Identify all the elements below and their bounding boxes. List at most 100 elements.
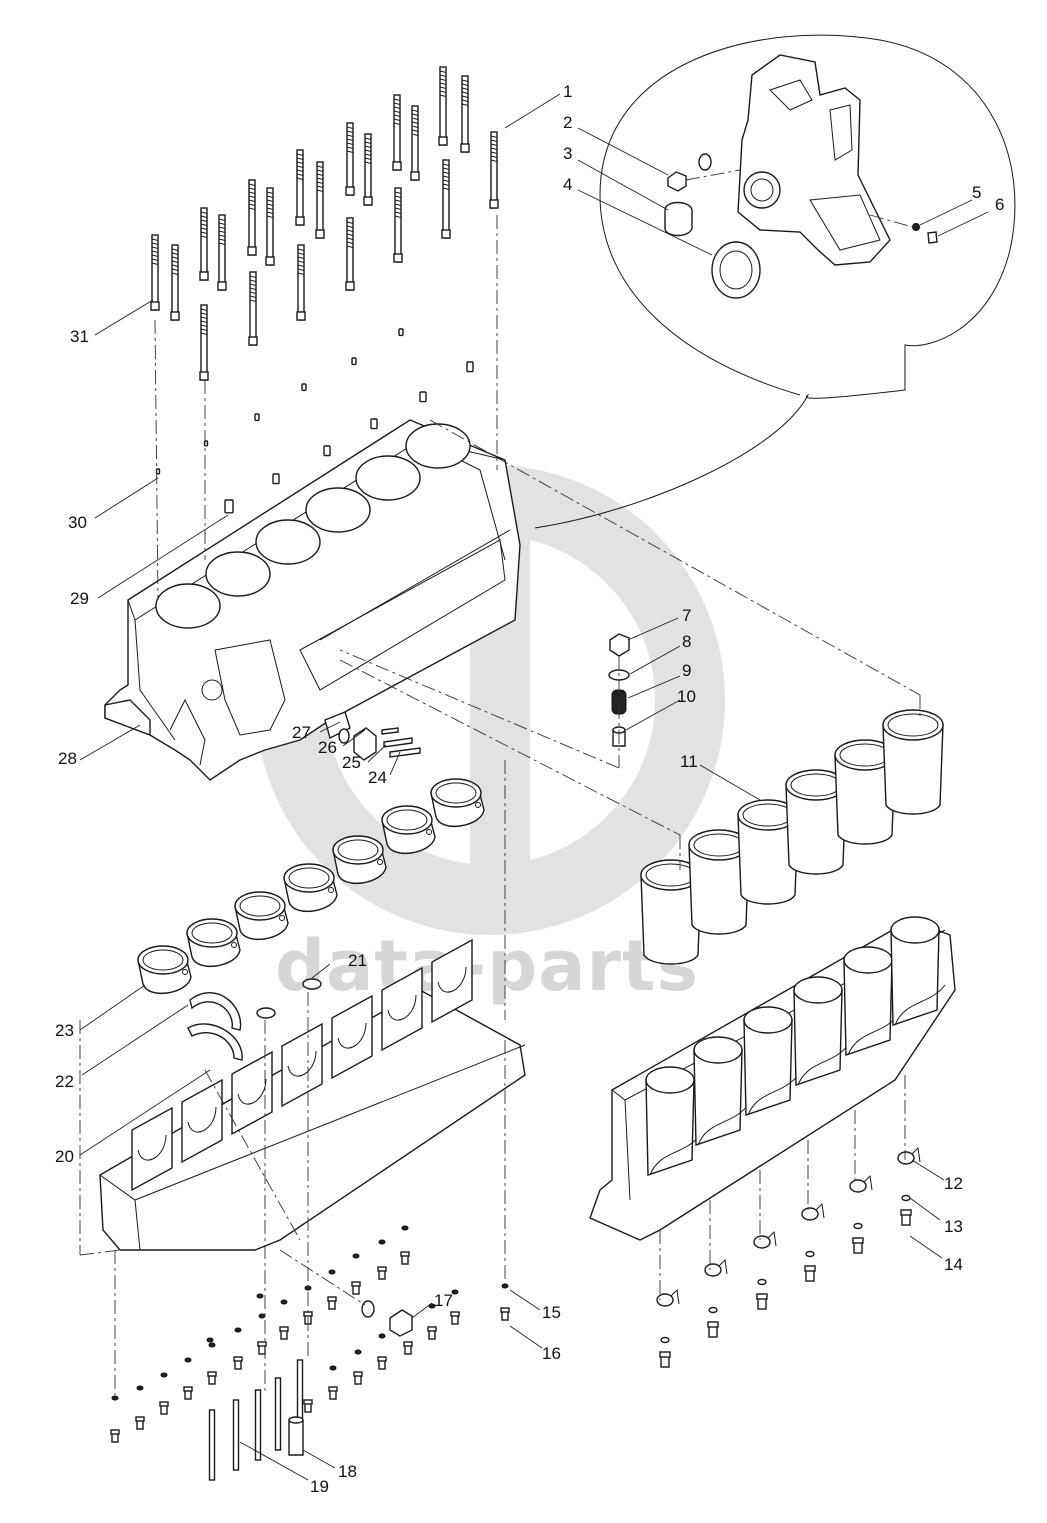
head-bolt bbox=[438, 66, 448, 146]
small-dowels bbox=[155, 328, 474, 514]
head-bolt bbox=[393, 187, 403, 263]
head-bolt bbox=[392, 94, 402, 171]
bearing-shell bbox=[430, 778, 485, 827]
small-bolt bbox=[303, 1399, 313, 1413]
head-bolt bbox=[363, 133, 373, 206]
small-bolt bbox=[327, 1296, 337, 1310]
callout-8: 8 bbox=[682, 632, 691, 651]
washer bbox=[280, 1299, 288, 1305]
small-bolt bbox=[377, 1266, 387, 1280]
dowel bbox=[351, 357, 357, 366]
cylinder-liner bbox=[785, 769, 847, 875]
installed-liner bbox=[645, 1066, 701, 1176]
head-bolt bbox=[460, 75, 470, 153]
small-bolt bbox=[500, 1307, 510, 1321]
cylinder-liner bbox=[640, 859, 702, 965]
small-bolt bbox=[377, 1356, 387, 1370]
washer bbox=[354, 1349, 362, 1355]
head-bolt bbox=[410, 105, 420, 181]
small-bolt bbox=[328, 1386, 338, 1400]
callout-31: 31 bbox=[70, 327, 89, 346]
callout-22: 22 bbox=[55, 1072, 74, 1091]
callout-14: 14 bbox=[944, 1255, 963, 1274]
head-bolt bbox=[199, 207, 209, 281]
cooling-nozzle bbox=[897, 1146, 921, 1226]
callout-20: 20 bbox=[55, 1147, 74, 1166]
washer bbox=[328, 1269, 336, 1275]
small-bolt bbox=[400, 1251, 410, 1265]
bedplate-arch bbox=[131, 1106, 173, 1192]
callout-1: 1 bbox=[563, 82, 572, 101]
small-bolt bbox=[135, 1416, 145, 1430]
relief-valve-parts bbox=[339, 633, 630, 769]
cooling-nozzle bbox=[656, 1288, 680, 1368]
callout-13: 13 bbox=[944, 1217, 963, 1236]
head-bolt bbox=[248, 271, 258, 346]
washer bbox=[378, 1333, 386, 1339]
long-bolt bbox=[254, 1389, 262, 1461]
installed-liner bbox=[743, 1006, 799, 1116]
head-bolt bbox=[199, 304, 209, 381]
callout-4: 4 bbox=[563, 175, 572, 194]
cooling-nozzle bbox=[801, 1202, 825, 1282]
block-with-liners bbox=[589, 916, 956, 1241]
head-bolt bbox=[345, 217, 355, 291]
head-bolts bbox=[150, 66, 499, 381]
washer bbox=[451, 1289, 459, 1295]
dowel bbox=[224, 499, 234, 514]
washer bbox=[256, 1293, 264, 1299]
head-bolt bbox=[295, 149, 305, 226]
long-bolt bbox=[274, 1377, 282, 1451]
small-bolt bbox=[207, 1371, 217, 1385]
engine-block bbox=[104, 419, 521, 781]
washer bbox=[378, 1239, 386, 1245]
bearing-shells bbox=[137, 778, 485, 994]
callout-17: 17 bbox=[434, 1291, 453, 1310]
callout-12: 12 bbox=[944, 1174, 963, 1193]
callout-29: 29 bbox=[70, 589, 89, 608]
callout-25: 25 bbox=[342, 753, 361, 772]
small-bolt bbox=[427, 1326, 437, 1340]
bearing-shell bbox=[283, 863, 338, 912]
washer bbox=[258, 1313, 266, 1319]
long-bolt bbox=[232, 1399, 240, 1471]
callout-3: 3 bbox=[563, 144, 572, 163]
small-bolt bbox=[159, 1401, 169, 1415]
washer bbox=[136, 1385, 144, 1391]
callout-15: 15 bbox=[542, 1303, 561, 1322]
installed-liner bbox=[843, 946, 899, 1056]
installed-liner bbox=[890, 916, 946, 1026]
callout-30: 30 bbox=[68, 513, 87, 532]
head-bolt bbox=[345, 122, 355, 196]
cylinder-liner bbox=[882, 709, 944, 815]
detail-view bbox=[534, 34, 1016, 529]
callout-11: 11 bbox=[680, 752, 698, 771]
head-bolt bbox=[315, 161, 325, 239]
small-bolt bbox=[110, 1429, 120, 1443]
callout-21: 21 bbox=[348, 951, 367, 970]
bearing-shell bbox=[186, 918, 241, 967]
assembly-lines bbox=[79, 215, 921, 1395]
bedplate-arch bbox=[331, 994, 373, 1080]
dowel bbox=[398, 328, 404, 337]
cooling-nozzle bbox=[704, 1258, 728, 1338]
washer bbox=[208, 1342, 216, 1348]
callout-7: 7 bbox=[682, 606, 691, 625]
callout-5: 5 bbox=[972, 183, 981, 202]
bedplate-arch bbox=[231, 1050, 273, 1136]
callout-18: 18 bbox=[338, 1462, 357, 1481]
crankcase-bedplate bbox=[99, 938, 526, 1251]
washer bbox=[329, 1365, 337, 1371]
callout-19: 19 bbox=[310, 1477, 329, 1496]
small-bolt bbox=[351, 1281, 361, 1295]
bearing-shell bbox=[234, 891, 289, 940]
callout-10: 10 bbox=[677, 687, 696, 706]
installed-liner bbox=[693, 1036, 749, 1146]
cylinder-liner bbox=[834, 739, 896, 845]
dowel bbox=[272, 473, 280, 485]
head-bolt bbox=[247, 179, 257, 256]
dowel bbox=[370, 418, 378, 430]
head-bolt bbox=[265, 187, 275, 266]
piston-cooling-nozzles bbox=[656, 1146, 921, 1368]
